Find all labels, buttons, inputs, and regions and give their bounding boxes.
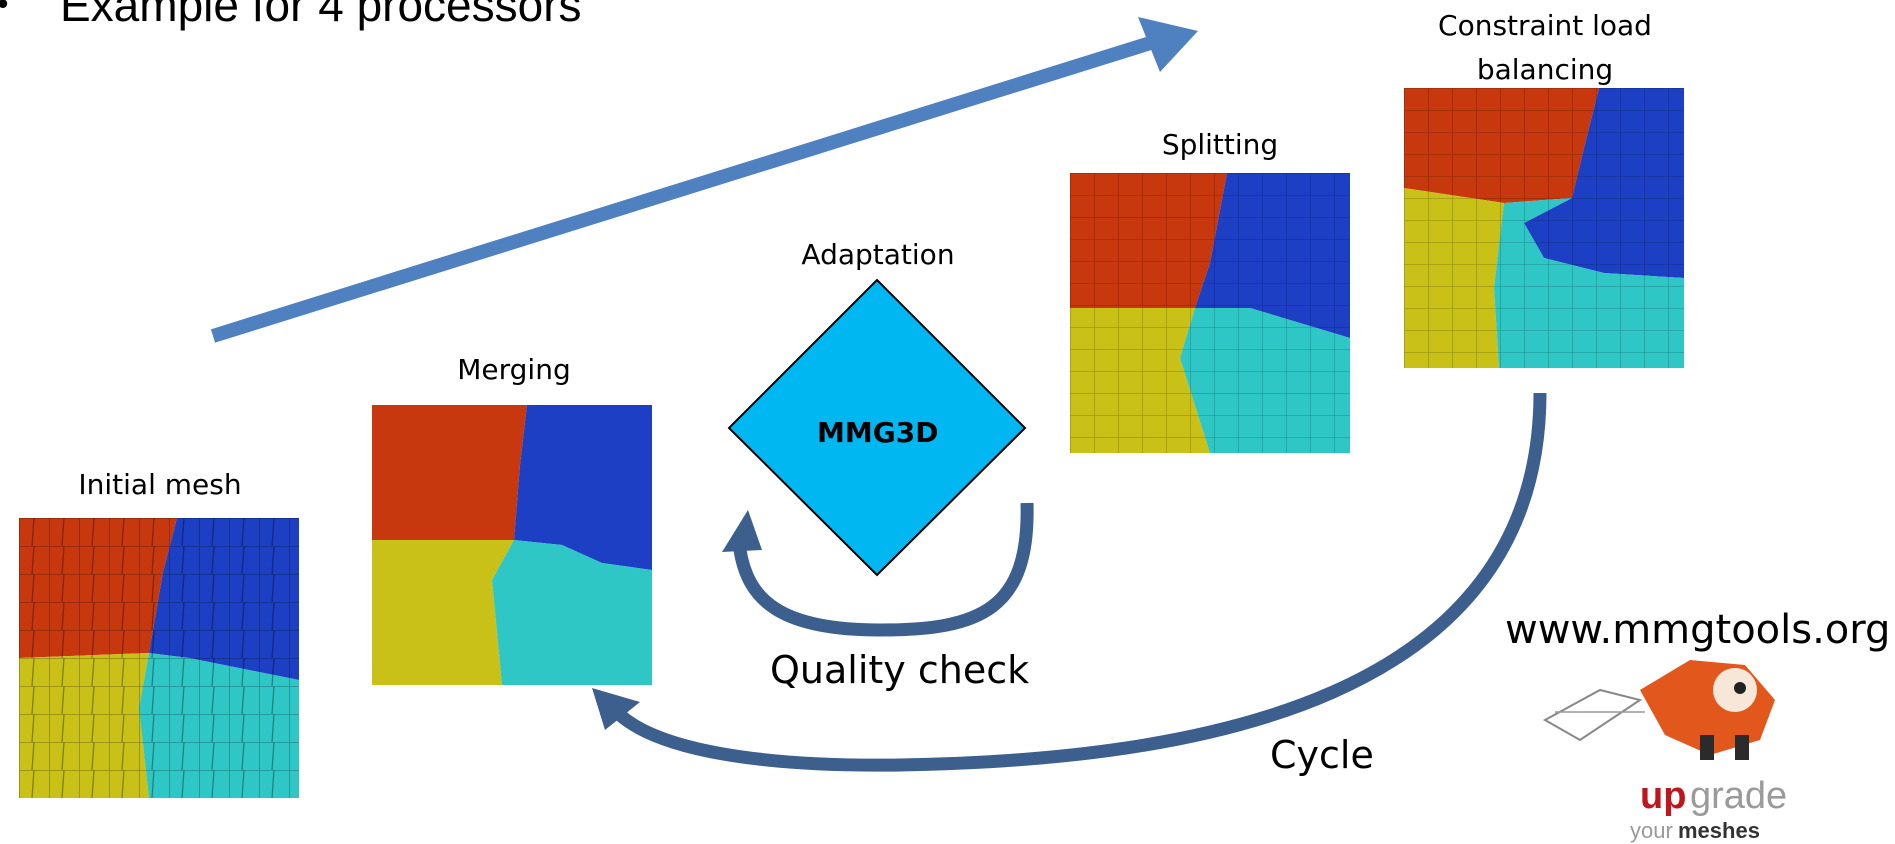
svg-text:meshes: meshes bbox=[1678, 818, 1760, 843]
mesh-initial bbox=[19, 518, 299, 798]
overview-arrow bbox=[210, 17, 1198, 343]
mmg3d-label: MMG3D bbox=[817, 416, 939, 449]
website-url: www.mmgtools.org bbox=[1505, 607, 1891, 653]
label-constraint-load-balancing: Constraint load balancing bbox=[1395, 4, 1695, 92]
cycle-arrow bbox=[592, 392, 1547, 772]
label-splitting: Splitting bbox=[1161, 128, 1279, 161]
page-title: Example for 4 processors bbox=[60, 0, 582, 31]
label-quality-check: Quality check bbox=[770, 648, 1030, 692]
adaptation-diamond bbox=[727, 278, 1027, 577]
label-constraint-line1: Constraint load bbox=[1438, 9, 1652, 42]
label-cycle: Cycle bbox=[1270, 733, 1374, 777]
mesh-constraint-balancing bbox=[1404, 88, 1684, 368]
label-constraint-line2: balancing bbox=[1476, 53, 1614, 86]
svg-text:up: up bbox=[1640, 775, 1686, 817]
svg-text:your: your bbox=[1630, 818, 1673, 843]
upgrade-your-meshes-logo: up grade your meshes bbox=[1542, 660, 1787, 843]
title-bullet: • bbox=[0, 0, 12, 23]
label-adaptation: Adaptation bbox=[801, 238, 955, 271]
label-initial-mesh: Initial mesh bbox=[78, 468, 242, 501]
mesh-splitting bbox=[1070, 173, 1350, 453]
quality-check-arrow bbox=[722, 502, 1034, 637]
svg-text:grade: grade bbox=[1690, 775, 1787, 817]
label-merging: Merging bbox=[457, 353, 571, 386]
mesh-merging bbox=[372, 405, 652, 685]
